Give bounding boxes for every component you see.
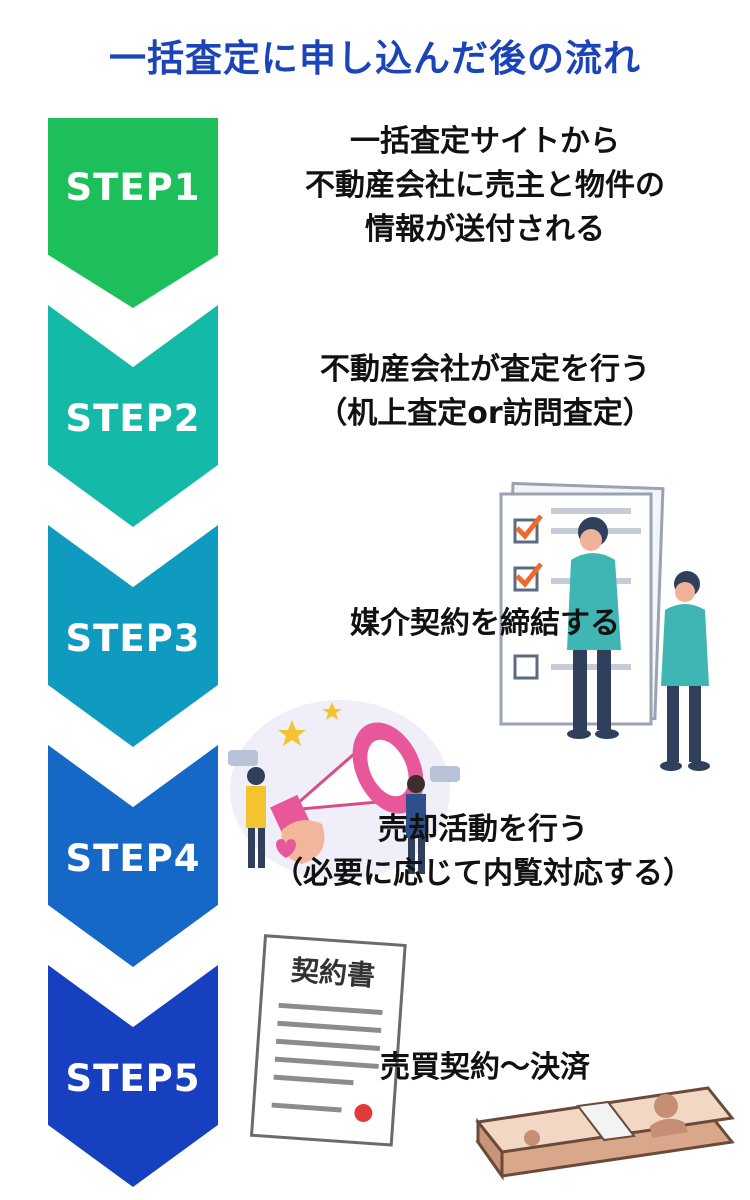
step1-description: 一括査定サイトから 不動産会社に売主と物件の 情報が送付される bbox=[230, 120, 740, 252]
step4-line-1: 売却活動を行う bbox=[378, 812, 588, 847]
step5-description: 売買契約～決済 bbox=[230, 1046, 740, 1090]
money-stack-illustration bbox=[475, 1086, 735, 1181]
step2-label: STEP2 bbox=[65, 397, 201, 440]
step2-arrow: STEP2 bbox=[48, 305, 218, 527]
step1-arrow: STEP1 bbox=[48, 118, 218, 308]
step5-line-1: 売買契約～決済 bbox=[380, 1050, 590, 1085]
step4-label: STEP4 bbox=[65, 837, 201, 880]
step3-line-1: 媒介契約を締結する bbox=[350, 606, 620, 641]
step2-description: 不動産会社が査定を行う （机上査定or訪問査定） bbox=[230, 348, 740, 436]
step2-line-2: （机上査定or訪問査定） bbox=[317, 396, 653, 431]
step5-label: STEP5 bbox=[65, 1057, 201, 1100]
step1-line-1: 一括査定サイトから bbox=[350, 124, 620, 159]
step1-label: STEP1 bbox=[65, 166, 201, 209]
step3-label: STEP3 bbox=[65, 617, 201, 660]
step2-line-1: 不動産会社が査定を行う bbox=[320, 352, 650, 387]
step4-description: 売却活動を行う （必要に応じて内覧対応する） bbox=[218, 808, 748, 896]
step4-arrow: STEP4 bbox=[48, 745, 218, 967]
step5-arrow: STEP5 bbox=[48, 965, 218, 1187]
page-title: 一括査定に申し込んだ後の流れ bbox=[109, 37, 641, 80]
contract-document-illustration: 契約書 bbox=[249, 934, 407, 1147]
checklist-illustration bbox=[499, 481, 710, 771]
step4-line-2: （必要に応じて内覧対応する） bbox=[273, 856, 693, 891]
step1-line-2: 不動産会社に売主と物件の bbox=[305, 168, 665, 203]
step3-arrow: STEP3 bbox=[48, 525, 218, 747]
step3-description: 媒介契約を締結する bbox=[230, 602, 740, 646]
megaphone-illustration bbox=[228, 700, 460, 880]
contract-heading: 契約書 bbox=[290, 954, 376, 993]
step1-line-3: 情報が送付される bbox=[365, 212, 605, 247]
